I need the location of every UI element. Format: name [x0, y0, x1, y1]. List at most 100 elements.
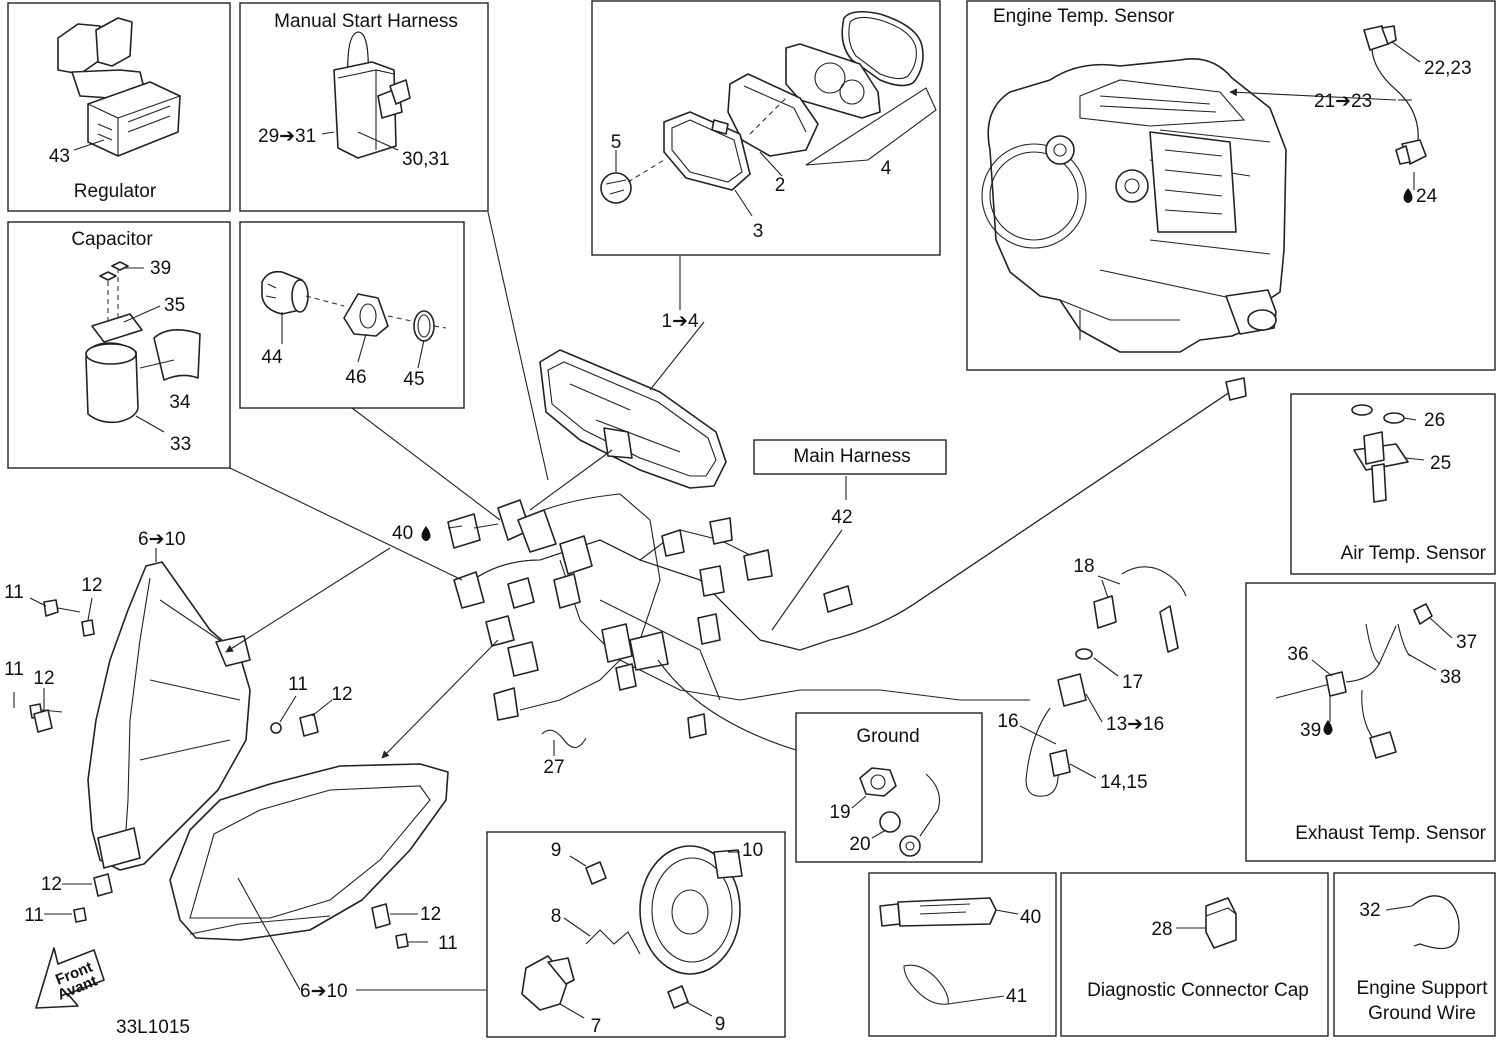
diagnostic-cap-part — [1205, 897, 1237, 949]
exhaust-temp-sensor-title: Exhaust Temp. Sensor — [1295, 823, 1486, 844]
callout-14-15: 14,15 — [1100, 772, 1148, 793]
engine-temp-sensor-part — [1363, 25, 1427, 165]
callout-21-23: 21➔23 — [1314, 91, 1372, 112]
main-harness-title: Main Harness — [793, 446, 910, 467]
engine-part — [981, 58, 1287, 353]
callout-9-b: 9 — [715, 1014, 726, 1035]
callout-12-c: 12 — [331, 684, 352, 705]
callout-39-exhaust: 39 — [1300, 720, 1321, 741]
callout-38: 38 — [1440, 667, 1461, 688]
callout-37: 37 — [1456, 632, 1477, 653]
callout-18: 18 — [1073, 556, 1094, 577]
main-wiring-harness-part — [453, 377, 1247, 749]
main-harness-box — [753, 439, 947, 475]
capacitor-title: Capacitor — [71, 229, 153, 250]
callout-6-10-top: 6➔10 — [138, 529, 186, 550]
callout-11-a: 11 — [4, 582, 24, 603]
instrument-cluster-part — [539, 349, 727, 489]
connector-40-part — [447, 513, 499, 549]
diagnostic-cap-box — [1060, 872, 1329, 1037]
callout-35: 35 — [164, 295, 185, 316]
engine-temp-sensor-title: Engine Temp. Sensor — [993, 6, 1175, 27]
gauge-parts — [600, 10, 924, 204]
callout-11-b: 11 — [4, 659, 24, 680]
callout-19: 19 — [829, 802, 850, 823]
callout-6-10-bottom: 6➔10 — [300, 981, 348, 1002]
manual-start-harness-part — [333, 31, 411, 159]
ground-parts — [859, 767, 941, 857]
front-direction-arrow: Front Avant — [35, 947, 105, 1009]
leader-lines — [13, 41, 1453, 1019]
exhaust-temp-sensor-part — [1275, 603, 1433, 759]
tether-switch-part — [1025, 566, 1187, 797]
grease-box — [868, 872, 1057, 1037]
callout-39-capacitor: 39 — [150, 258, 171, 279]
callout-27: 27 — [543, 757, 564, 778]
callout-12-d: 12 — [41, 874, 62, 895]
engine-support-box — [1333, 872, 1496, 1037]
callout-5: 5 — [611, 132, 622, 153]
engine-support-title: Engine Support — [1357, 978, 1489, 999]
drop-icon — [1323, 720, 1333, 735]
drop-icon — [1403, 188, 1413, 203]
diagnostic-connector-cap-title: Diagnostic Connector Cap — [1087, 980, 1309, 1001]
callout-46: 46 — [345, 367, 366, 388]
callout-3: 3 — [753, 221, 764, 242]
ground-wire-title: Ground Wire — [1368, 1003, 1476, 1024]
ground-title: Ground — [856, 726, 919, 747]
callout-34: 34 — [169, 392, 191, 413]
air-temp-sensor-part — [1351, 404, 1409, 503]
ground-wire-part — [1411, 895, 1460, 950]
callout-12-e: 12 — [420, 904, 441, 925]
callout-9-a: 9 — [551, 840, 562, 861]
callout-10: 10 — [742, 840, 763, 861]
callout-29-31: 29➔31 — [258, 126, 316, 147]
manual-start-harness-title: Manual Start Harness — [274, 11, 458, 32]
callout-40-harness: 40 — [392, 523, 413, 544]
callout-17: 17 — [1122, 672, 1143, 693]
callout-16: 16 — [997, 711, 1018, 732]
callout-24: 24 — [1416, 186, 1438, 207]
headlamp-left-part — [87, 561, 251, 871]
drop-symbols — [421, 188, 1413, 735]
drawing-id: 33L1015 — [116, 1017, 190, 1038]
callout-12-a: 12 — [81, 575, 102, 596]
callout-33: 33 — [170, 434, 191, 455]
callout-26: 26 — [1424, 410, 1445, 431]
callout-20: 20 — [849, 834, 870, 855]
regulator-part — [57, 17, 181, 157]
capacitor-part — [85, 261, 201, 424]
callout-11-e: 11 — [438, 933, 458, 954]
callout-36: 36 — [1287, 644, 1308, 665]
callout-28: 28 — [1151, 919, 1172, 940]
headlamp-right-part — [169, 763, 449, 941]
drop-icon — [421, 526, 431, 541]
callout-40-grease: 40 — [1020, 907, 1041, 928]
callout-1-4: 1➔4 — [661, 311, 698, 332]
callout-13-16: 13➔16 — [1106, 714, 1164, 735]
callout-44: 44 — [261, 347, 283, 368]
callout-2: 2 — [775, 175, 786, 196]
callout-12-b: 12 — [33, 668, 54, 689]
callout-22-23: 22,23 — [1424, 58, 1472, 79]
callout-8: 8 — [551, 906, 562, 927]
callout-25: 25 — [1430, 453, 1451, 474]
callout-43: 43 — [49, 146, 70, 167]
headlamp-fasteners-part — [29, 599, 409, 949]
callout-32: 32 — [1359, 900, 1380, 921]
air-temp-sensor-title: Air Temp. Sensor — [1341, 543, 1487, 564]
callout-30-31: 30,31 — [402, 149, 450, 170]
callout-45: 45 — [403, 369, 424, 390]
callout-42: 42 — [831, 507, 852, 528]
regulator-title: Regulator — [74, 181, 157, 202]
grease-tube-part — [879, 897, 997, 927]
callout-labels: 43 29➔31 30,31 5 2 3 4 1➔4 22,23 21➔23 2… — [4, 58, 1477, 1038]
callout-11-d: 11 — [24, 905, 44, 926]
headlamp-bulb-parts — [521, 845, 743, 1011]
air-temp-sensor-box — [1290, 393, 1496, 575]
callout-7: 7 — [591, 1016, 602, 1037]
callout-11-c: 11 — [288, 674, 308, 695]
exhaust-temp-sensor-box — [1245, 582, 1496, 862]
callout-41: 41 — [1006, 986, 1027, 1007]
